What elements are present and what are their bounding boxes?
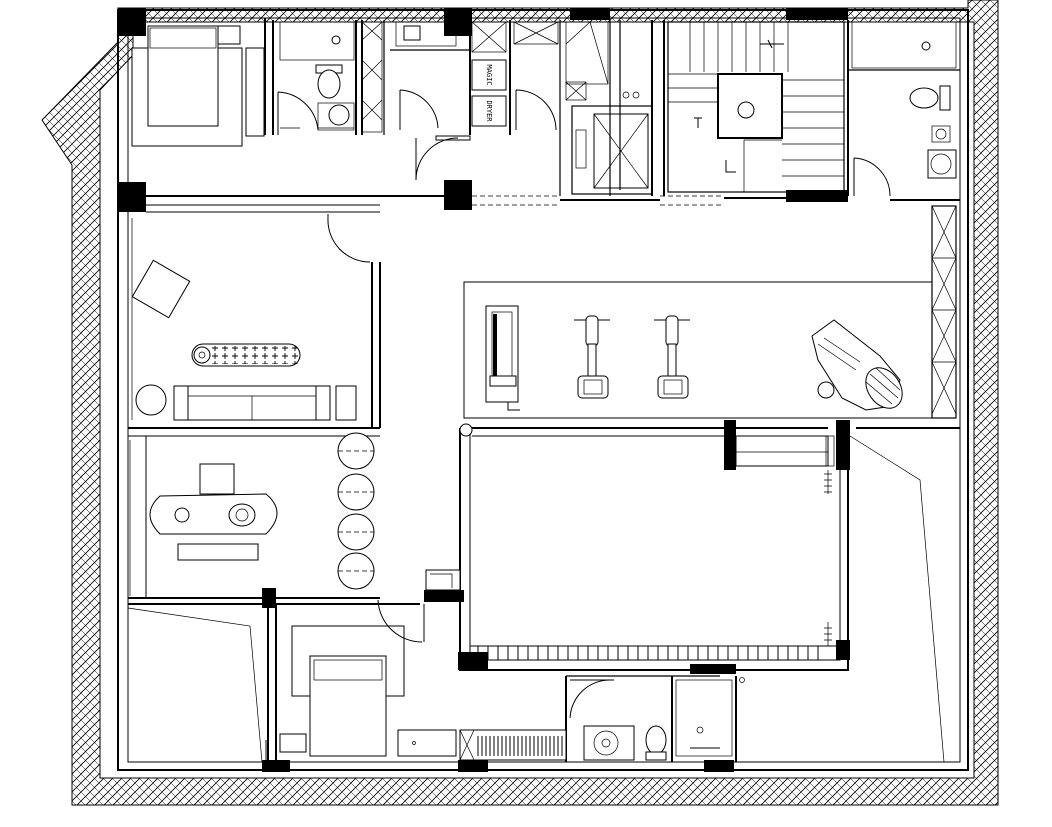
right-corridor <box>849 435 961 763</box>
dining-area <box>129 432 375 596</box>
laundry-room: MAGIC DRYER <box>361 21 640 133</box>
living-room <box>131 218 357 421</box>
top-bathroom <box>279 21 355 131</box>
bottom-bathroom <box>459 677 745 761</box>
gym-area <box>463 281 933 419</box>
spin-bike-1 <box>574 315 610 399</box>
doors <box>265 89 891 763</box>
master-bedroom <box>131 25 265 147</box>
ground-hatch <box>41 0 999 806</box>
curtain-track <box>425 423 840 660</box>
right-storage <box>931 205 957 419</box>
massage-chair <box>811 319 903 411</box>
treadmill <box>485 305 520 411</box>
round-stools <box>337 432 375 590</box>
top-right-bathroom <box>851 21 957 179</box>
inner-columns <box>424 420 850 674</box>
staircase <box>667 21 845 193</box>
elevator <box>571 105 653 195</box>
lower-bedroom <box>127 607 457 763</box>
interior-walls <box>128 18 960 762</box>
washer-label-bottom: DRYER <box>485 100 493 122</box>
washer-label-top: MAGIC <box>485 64 493 85</box>
spin-bike-2 <box>654 315 690 399</box>
